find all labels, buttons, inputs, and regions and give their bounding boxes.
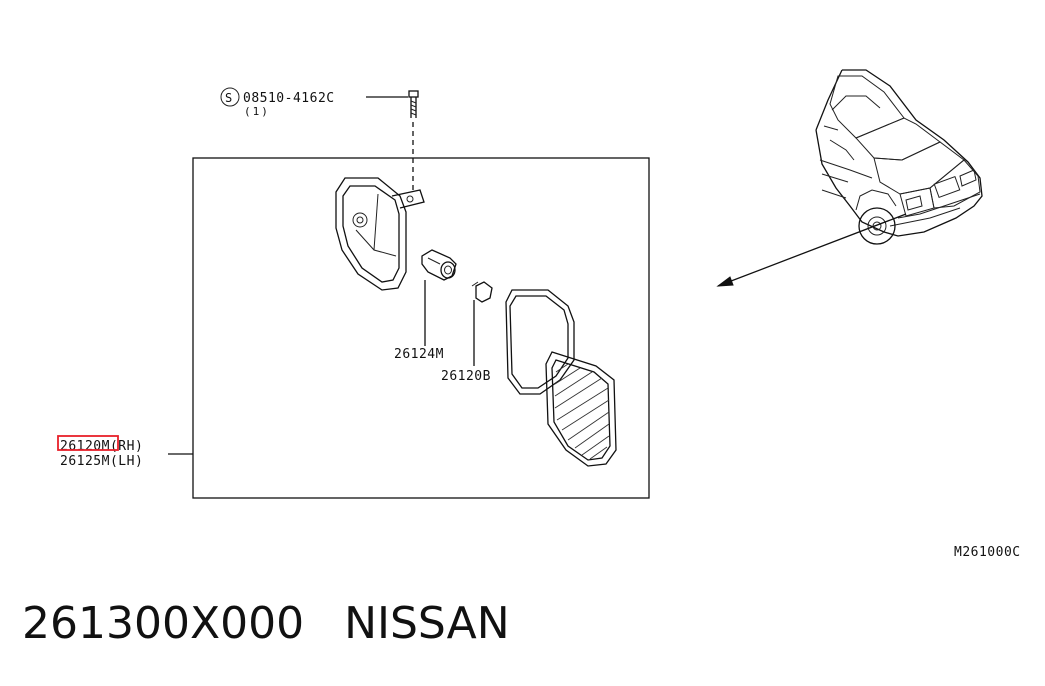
lamp-lens-icon	[545, 351, 617, 467]
gasket-icon	[505, 289, 575, 395]
assembly-rh-part-number: 26120M(RH)	[60, 439, 143, 454]
bolt-callout: S 08510-4162C (1)	[220, 87, 408, 118]
bolt-part-number: 08510-4162C	[243, 91, 335, 106]
bolt-icon	[408, 90, 419, 190]
assembly-frame	[192, 157, 650, 499]
footer-part-number: 261300X000	[22, 598, 305, 649]
footer-brand: NISSAN	[344, 598, 510, 649]
bolt-quantity: (1)	[244, 105, 270, 118]
screw-symbol-letter: S	[225, 91, 233, 105]
socket-part-number: 26124M	[394, 347, 444, 362]
lamp-housing-icon	[335, 177, 425, 291]
screw-symbol-icon	[220, 87, 240, 107]
vehicle-illustration-icon	[716, 69, 983, 287]
drawing-code: M261000C	[954, 545, 1021, 560]
highlight-box	[57, 435, 119, 451]
bulb-socket-icon	[421, 249, 457, 346]
assembly-lh-part-number: 26125M(LH)	[60, 454, 143, 469]
bulb-part-number: 26120B	[441, 369, 491, 384]
footer-caption: 261300X000 NISSAN	[22, 598, 510, 649]
bulb-icon	[471, 281, 493, 366]
